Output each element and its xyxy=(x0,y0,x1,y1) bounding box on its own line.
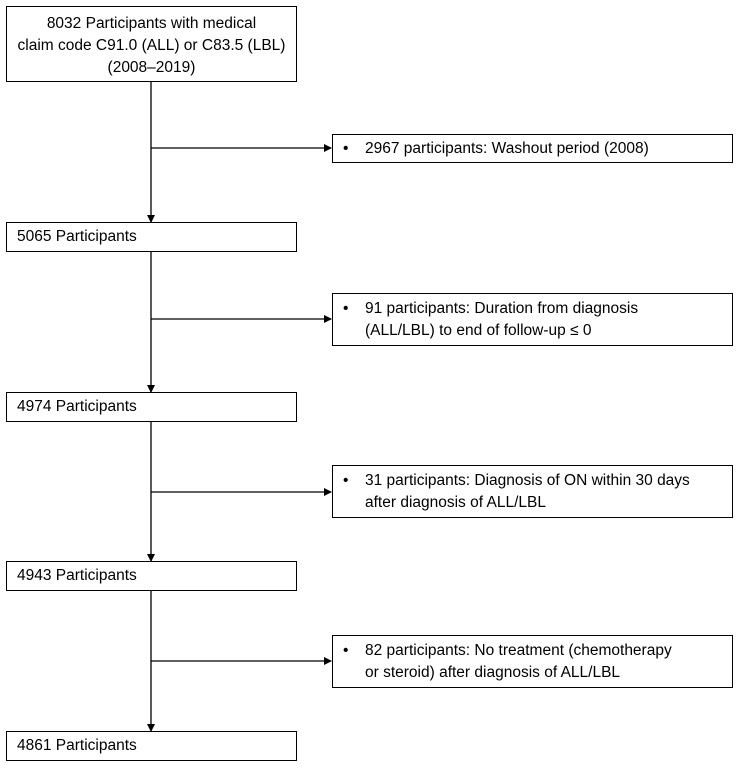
bullet: • xyxy=(343,140,349,157)
exclusion-1-line-1: 2967 participants: Washout period (2008) xyxy=(365,140,649,157)
result-box-4861: 4861 Participants xyxy=(6,731,297,761)
start-line-1: 8032 Participants with medical xyxy=(46,15,257,32)
start-line-3: (2008–2019) xyxy=(107,59,196,76)
bullet: • xyxy=(343,642,349,659)
exclusion-4-line-2: or steroid) after diagnosis of ALL/LBL xyxy=(365,664,621,681)
exclusion-box-4: • 82 participants: No treatment (chemoth… xyxy=(332,635,733,688)
bullet: • xyxy=(343,472,349,489)
result-label: 4861 Participants xyxy=(17,737,137,754)
result-label: 5065 Participants xyxy=(17,228,137,245)
start-line-2: claim code C91.0 (ALL) or C83.5 (LBL) xyxy=(17,37,286,54)
start-box: 8032 Participants with medical claim cod… xyxy=(6,6,297,82)
result-label: 4974 Participants xyxy=(17,398,137,415)
result-box-4943: 4943 Participants xyxy=(6,561,297,591)
bullet: • xyxy=(343,300,349,317)
exclusion-box-1: • 2967 participants: Washout period (200… xyxy=(332,134,733,163)
result-box-5065: 5065 Participants xyxy=(6,222,297,252)
exclusion-box-3: • 31 participants: Diagnosis of ON withi… xyxy=(332,465,733,518)
exclusion-3-line-1: 31 participants: Diagnosis of ON within … xyxy=(365,472,690,489)
exclusion-box-2: • 91 participants: Duration from diagnos… xyxy=(332,293,733,346)
result-box-4974: 4974 Participants xyxy=(6,392,297,422)
exclusion-2-line-1: 91 participants: Duration from diagnosis xyxy=(365,300,639,317)
exclusion-4-line-1: 82 participants: No treatment (chemother… xyxy=(365,642,672,659)
exclusion-3-line-2: after diagnosis of ALL/LBL xyxy=(365,494,546,511)
exclusion-2-line-2: (ALL/LBL) to end of follow-up ≤ 0 xyxy=(365,322,592,339)
result-label: 4943 Participants xyxy=(17,567,137,584)
